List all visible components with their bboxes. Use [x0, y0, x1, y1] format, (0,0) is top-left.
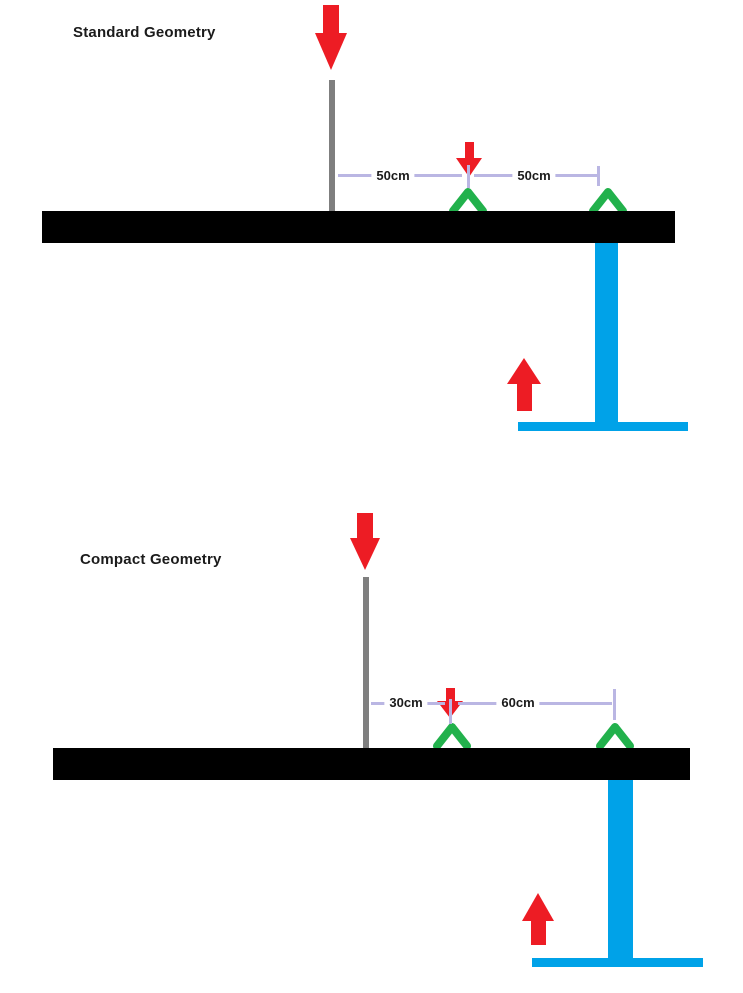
load-position-tick — [449, 699, 452, 724]
arrow-head — [507, 358, 541, 384]
dimension-end-tick — [597, 166, 600, 186]
dimension-end-tick — [613, 689, 616, 720]
compact-geometry-title: Compact Geometry — [80, 551, 222, 568]
dimension-label-left: 30cm — [384, 695, 428, 711]
arrow-head — [350, 538, 380, 570]
arrow-shaft — [323, 5, 339, 33]
base-bar — [518, 422, 688, 431]
plunger-rod — [329, 80, 335, 211]
beam — [53, 748, 690, 780]
lift-column — [608, 780, 633, 967]
arrow-head — [315, 33, 347, 70]
dimension-label-left: 50cm — [371, 168, 415, 184]
dimension-label-right: 50cm — [512, 168, 556, 184]
load-position-tick — [467, 165, 470, 188]
beam — [42, 211, 675, 243]
arrow-shaft — [516, 384, 532, 411]
support-arc-icon — [596, 723, 634, 749]
dimension-label-right: 60cm — [496, 695, 540, 711]
support-arc-icon — [433, 723, 471, 749]
arrow-shaft — [357, 513, 373, 538]
arrow-head — [522, 893, 554, 921]
applied-force-down-arrow-icon — [350, 513, 380, 570]
reaction-force-up-arrow-icon — [507, 358, 541, 411]
support-arc-icon — [589, 188, 627, 214]
arrow-shaft — [445, 688, 455, 701]
arrow-shaft — [530, 921, 546, 945]
base-bar — [532, 958, 703, 967]
reaction-force-up-arrow-icon — [522, 893, 554, 945]
applied-force-down-arrow-icon — [315, 5, 347, 70]
support-arc-icon — [449, 188, 487, 214]
standard-geometry-title: Standard Geometry — [73, 24, 216, 41]
arrow-shaft — [464, 142, 474, 158]
plunger-rod — [363, 577, 369, 748]
lift-column — [595, 243, 618, 430]
